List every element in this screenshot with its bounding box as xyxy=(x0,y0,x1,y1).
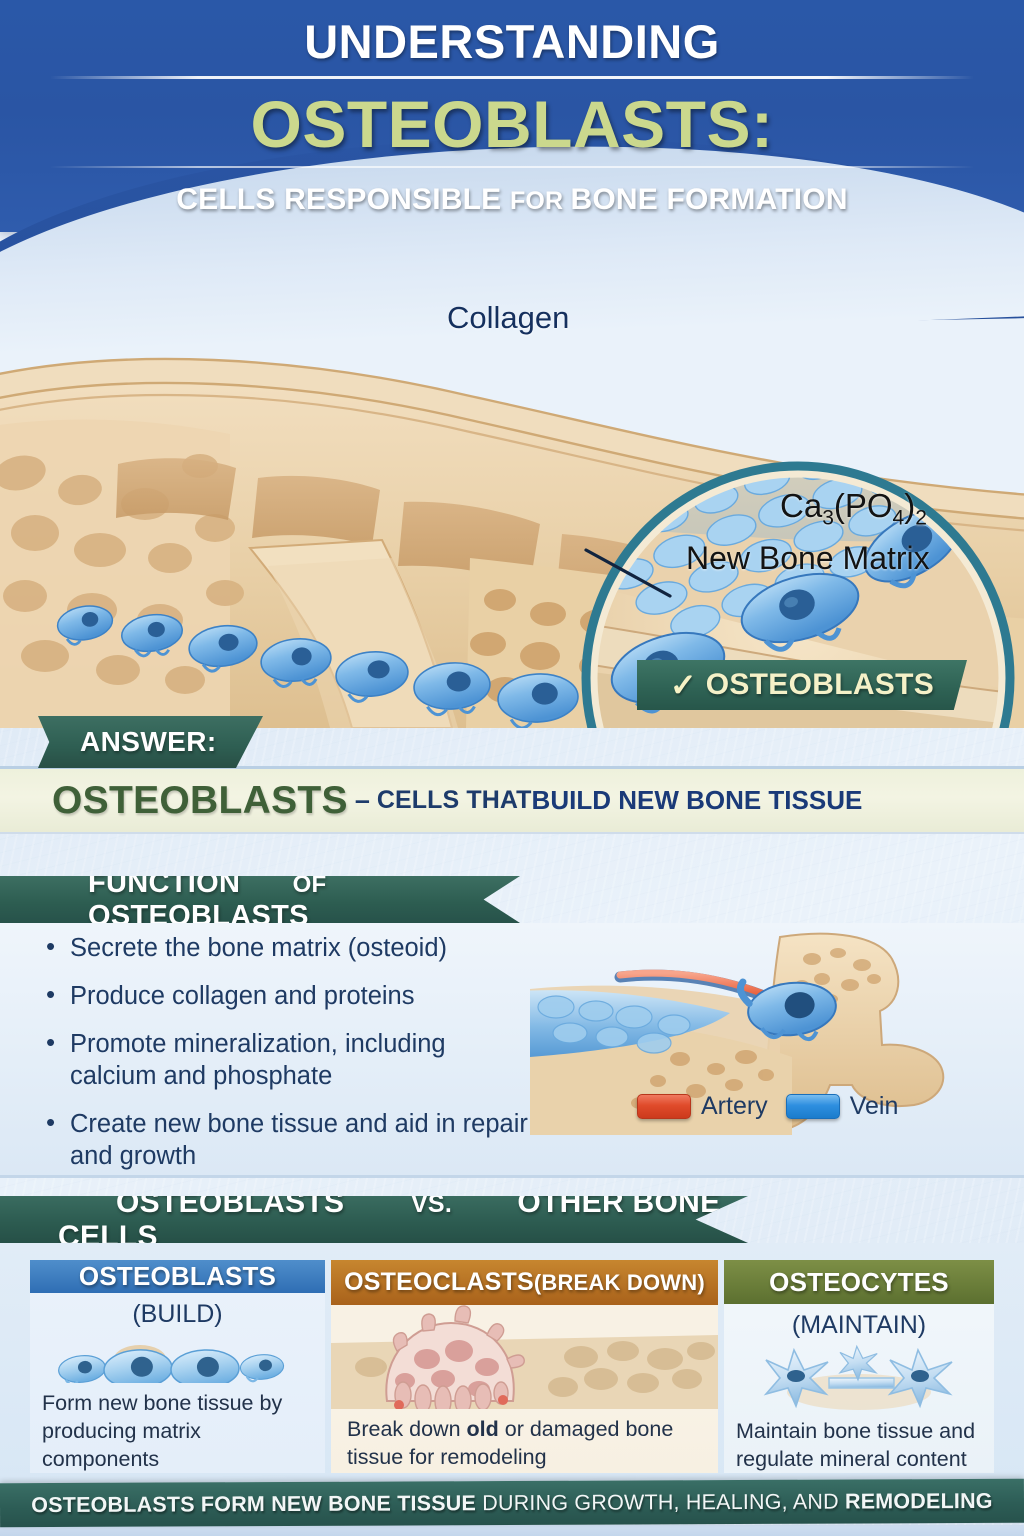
column-header-label: OSTEOCLASTS xyxy=(344,1268,534,1296)
desc-text-bold: old xyxy=(466,1417,499,1441)
comparison-section-tab: OSTEOBLASTS VS. OTHER BONE CELLS xyxy=(0,1196,748,1243)
poster-header xyxy=(0,0,1024,360)
column-subtitle-build: (BUILD) xyxy=(132,1300,223,1329)
comparison-column-osteoblasts: OSTEOBLASTS (BUILD) xyxy=(30,1260,325,1473)
answer-dash: – xyxy=(354,785,370,815)
function-section-tab: FUNCTION OF OSTEOBLASTS xyxy=(0,876,520,923)
function-tab-label: FUNCTION OF OSTEOBLASTS xyxy=(44,866,520,932)
comparison-tab-part-2: OTHER BONE CELLS xyxy=(58,1185,721,1253)
footer-strip xyxy=(0,1525,1024,1536)
list-item: Create new bone tissue and aid in repair… xyxy=(40,1106,530,1172)
legend-item-vein: Vein xyxy=(785,1092,899,1121)
column-header-suffix: (BREAK DOWN) xyxy=(533,1269,705,1295)
new-bone-matrix-label: New Bone Matrix xyxy=(686,540,930,576)
formula-sub-2: 2 xyxy=(915,506,927,530)
comparison-table: OSTEOBLASTS (BUILD) xyxy=(0,1243,1024,1485)
formula-po: (PO xyxy=(833,487,893,524)
function-tab-part-2: OSTEOBLASTS xyxy=(88,899,309,932)
desc-text: Maintain bone tissue and regulate minera… xyxy=(736,1419,976,1471)
column-header-label: OSTEOCYTES xyxy=(769,1266,949,1297)
function-bullet-list: Secrete the bone matrix (osteoid) Produc… xyxy=(40,930,530,1188)
desc-text-post: or damaged bone tissue for remodeling xyxy=(347,1417,674,1469)
column-header-osteocytes: OSTEOCYTES xyxy=(724,1260,994,1305)
function-tab-part-1: FUNCTION xyxy=(88,866,249,899)
list-item: Promote mineralization, including calciu… xyxy=(40,1026,530,1092)
answer-banner: OSTEOBLASTS – CELLS THAT BUILD NEW BONE … xyxy=(0,766,1024,834)
desc-text: Form new bone tissue by producing matrix… xyxy=(42,1391,283,1471)
list-item: Produce collagen and proteins xyxy=(40,978,530,1012)
vein-color-swatch xyxy=(785,1094,840,1119)
header-subtitle: CELLS RESPONSIBLE FOR BONE FORMATION xyxy=(0,183,1024,217)
comparison-tab-label: OSTEOBLASTS VS. OTHER BONE CELLS xyxy=(58,1185,748,1253)
answer-tab-label: ANSWER: xyxy=(80,726,217,757)
legend-label-vein: Vein xyxy=(849,1092,899,1120)
column-description-osteoclasts: Break down old or damaged bone tissue fo… xyxy=(331,1409,718,1471)
formula-sub-4: 4 xyxy=(892,506,905,530)
osteoblast-cells-illustration xyxy=(30,1329,325,1383)
legend-label-artery: Artery xyxy=(701,1092,768,1120)
osteoblasts-check-badge: ✓ OSTEOBLASTS xyxy=(637,660,967,710)
column-description-osteoblasts: Form new bone tissue by producing matrix… xyxy=(30,1383,325,1473)
formula-sub-3: 3 xyxy=(822,506,834,530)
column-header-label: OSTEOBLASTS xyxy=(78,1261,277,1292)
footer-text: OSTEOBLASTS FORM NEW BONE TISSUE DURING … xyxy=(31,1488,993,1517)
header-line-understanding: UNDERSTANDING xyxy=(304,15,720,68)
subtitle-part-for: FOR xyxy=(509,187,571,215)
column-header-osteoblasts: OSTEOBLASTS xyxy=(30,1260,325,1294)
answer-lead: CELLS THAT xyxy=(376,786,532,814)
answer-emphasis: BUILD NEW BONE TISSUE xyxy=(531,785,863,815)
comparison-column-osteoclasts: OSTEOCLASTS (BREAK DOWN) xyxy=(331,1260,718,1473)
vertebra-vessel-illustration xyxy=(530,932,945,1135)
comparison-column-osteocytes: OSTEOCYTES (MAINTAIN) xyxy=(724,1260,994,1473)
footer-banner: OSTEOBLASTS FORM NEW BONE TISSUE DURING … xyxy=(0,1478,1024,1528)
formula-ca: Ca xyxy=(780,487,823,524)
osteocyte-cells-illustration xyxy=(724,1340,994,1411)
calcium-phosphate-formula: Ca3(PO4)2 xyxy=(780,487,927,531)
header-divider-top xyxy=(50,76,974,79)
column-header-osteoclasts: OSTEOCLASTS (BREAK DOWN) xyxy=(331,1260,718,1305)
footer-bold-2: REMODELING xyxy=(844,1488,993,1514)
list-item: Secrete the bone matrix (osteoid) xyxy=(40,930,530,964)
check-icon: ✓ xyxy=(669,667,697,703)
comparison-tab-part-1: OSTEOBLASTS xyxy=(116,1185,353,1219)
desc-text-pre: Break down xyxy=(347,1417,467,1441)
footer-bold-1: OSTEOBLASTS FORM NEW BONE TISSUE xyxy=(31,1490,483,1517)
column-description-osteocytes: Maintain bone tissue and regulate minera… xyxy=(724,1411,994,1473)
osteoclast-cell-illustration xyxy=(331,1305,718,1409)
artery-color-swatch xyxy=(637,1094,691,1119)
badge-label: OSTEOBLASTS xyxy=(705,668,935,701)
formula-close: ) xyxy=(904,487,916,524)
header-divider-bottom xyxy=(50,166,974,168)
vessel-legend: Artery Vein xyxy=(637,1092,898,1121)
subtitle-part-2: BONE FORMATION xyxy=(570,183,848,216)
subtitle-part-1: CELLS RESPONSIBLE xyxy=(176,183,510,216)
comparison-tab-vs: VS. xyxy=(410,1189,460,1218)
collagen-label: Collagen xyxy=(447,300,570,335)
answer-term: OSTEOBLASTS xyxy=(52,778,348,822)
answer-tab: ANSWER: xyxy=(38,716,263,768)
legend-item-artery: Artery xyxy=(637,1092,768,1121)
function-tab-of: OF xyxy=(292,870,327,898)
page-title: OSTEOBLASTS: xyxy=(250,87,774,161)
column-subtitle-maintain: (MAINTAIN) xyxy=(791,1311,927,1340)
footer-light: DURING GROWTH, HEALING, AND xyxy=(482,1489,846,1515)
